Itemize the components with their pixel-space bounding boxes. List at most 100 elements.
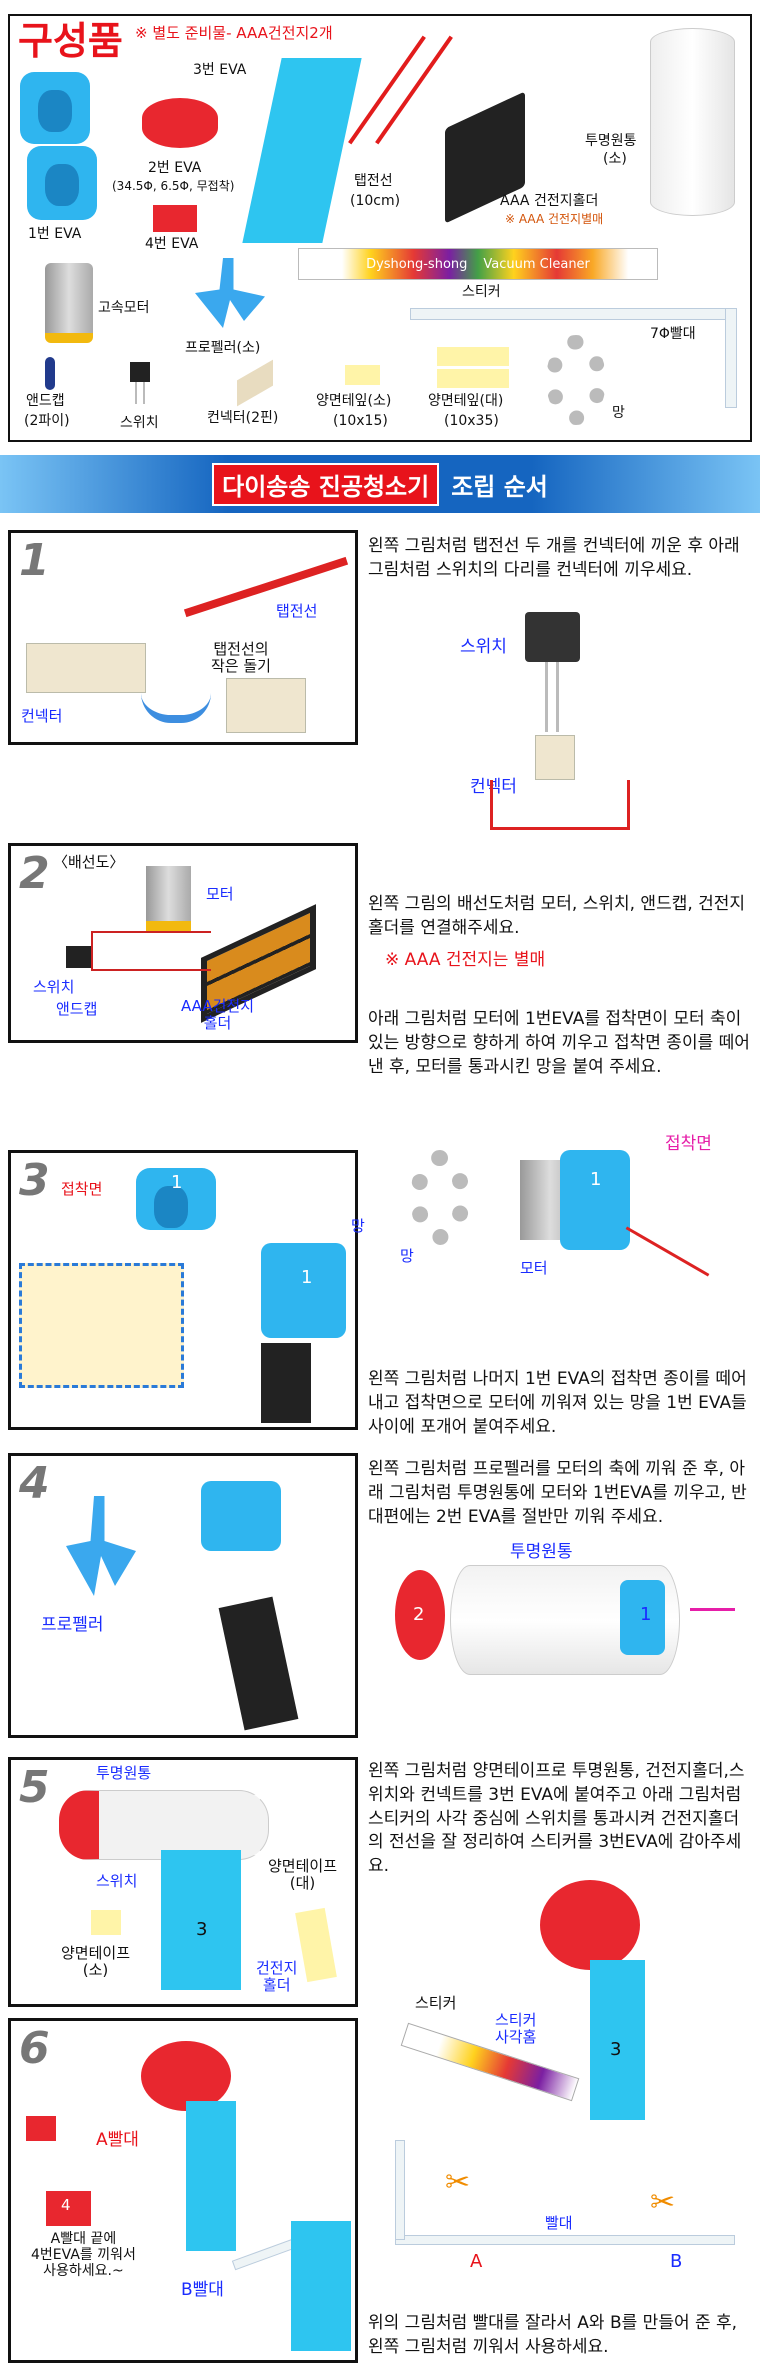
- step-number: 5: [19, 1762, 50, 1813]
- tube-assembly-image: [59, 1790, 269, 1860]
- scissors-icon: ✂: [650, 2185, 676, 2220]
- step-number: 2: [19, 848, 50, 899]
- propeller-label: 프로펠러: [41, 1615, 104, 1635]
- eva4-part-image: [153, 205, 197, 232]
- eva2-number: 2: [413, 1604, 425, 1625]
- tape-large-image: [437, 369, 509, 388]
- eva-number: 1: [301, 1267, 313, 1288]
- step-1-text: 왼쪽 그림처럼 탭전선 두 개를 컨넥터에 끼운 후 아래 그림처럼 스위치의 …: [368, 536, 740, 580]
- mesh-part-image: [546, 335, 606, 425]
- usage-note: A빨대 끝에 4번EVA를 끼워서 사용하세요.~: [31, 2231, 136, 2280]
- eva1-image: [620, 1580, 665, 1655]
- motor-label: 모터: [206, 885, 234, 903]
- scissors-icon: ✂: [445, 2165, 471, 2200]
- holder-label: AAA건전지 홀더: [181, 997, 255, 1033]
- step-6-text: 위의 그림처럼 빨대를 잘라서 A와 B를 만들어 준 후, 왼쪽 그림처럼 끼…: [368, 2313, 738, 2357]
- switch-legs: [545, 662, 559, 732]
- tape-large-image: [437, 347, 509, 366]
- step-2-note: ※ AAA 건전지는 별매: [385, 950, 546, 970]
- sticker-part-image: Dyshong-shong Vacuum Cleaner: [298, 248, 658, 280]
- adhesive-label: 접착면: [665, 1134, 712, 1154]
- straw-label: 빨대: [545, 2214, 573, 2232]
- motor-label: 모터: [520, 1259, 548, 1277]
- piece-b-label: B: [670, 2251, 683, 2272]
- switch-legs: [135, 382, 145, 404]
- sticker-image: [400, 2022, 580, 2102]
- eva2-image: [395, 1570, 445, 1660]
- connector-image: [26, 643, 146, 693]
- endcap-label: 앤드캡: [26, 393, 65, 409]
- mesh-label: 망: [351, 1217, 365, 1235]
- wire-spec: (10cm): [350, 193, 401, 209]
- eva1-image: [136, 1168, 216, 1230]
- step-1-panel: 1 탭전선 탭전선의 작은 돌기 컨넥터: [8, 530, 358, 745]
- tube-image: [540, 1880, 640, 1970]
- eva-number: 1: [171, 1172, 183, 1193]
- tape-small-label: 양면테이프 (소): [61, 1944, 131, 1980]
- vacuum-assembly-image: [141, 2041, 231, 2111]
- wire-label: 탭전선: [354, 173, 393, 189]
- step-number: 1: [19, 535, 50, 586]
- step-5-text: 왼쪽 그림처럼 양면테이프로 투명원통, 건전지홀더,스위치와 컨넥트를 3번 …: [368, 1761, 745, 1877]
- motor-assembly-image: [261, 1243, 346, 1338]
- step-3-text: 왼쪽 그림처럼 나머지 1번 EVA의 접착면 종이를 떼어 내고 접착면으로 …: [368, 1369, 747, 1437]
- switch-image: [525, 612, 580, 662]
- step-3-panel: 3 접착면 1 망 1: [8, 1150, 365, 1430]
- mesh-label: 망: [612, 405, 625, 421]
- eva3-image: [161, 1850, 241, 1990]
- tape-small-spec: (10x15): [333, 413, 388, 429]
- motor-part-image: [45, 263, 93, 343]
- eva1-image: [560, 1150, 630, 1250]
- parts-note: ※ 별도 준비물- AAA건전지2개: [135, 24, 333, 42]
- parts-title: 구성품: [18, 19, 123, 63]
- connector-label: 컨넥터: [470, 777, 517, 797]
- wire-image: [91, 931, 211, 971]
- section-banner: 다이송송 진공청소기 조립 순서: [0, 455, 760, 513]
- endcap-spec: (2파이): [24, 413, 70, 429]
- eva3-assembly-image: [186, 2101, 236, 2251]
- inset-panel: [19, 1263, 184, 1388]
- motor-assembly-image: [201, 1481, 281, 1551]
- sticker-label: 스티커: [462, 284, 501, 300]
- step-4-panel: 4 프로펠러: [8, 1453, 358, 1738]
- step-6-panel: 6 A빨대 4 A빨대 끝에 4번EVA를 끼워서 사용하세요.~ B빨대: [8, 2018, 358, 2363]
- curved-arrow-icon: [141, 693, 211, 723]
- eva1-part-image: [27, 146, 97, 220]
- wire-image: [625, 1226, 710, 1277]
- eva3-label: 3번 EVA: [193, 62, 247, 78]
- tube-label: 투명원통: [96, 1764, 152, 1782]
- tape-small-label: 양면테잎(소): [316, 393, 392, 409]
- battery-holder-image: [218, 1596, 299, 1731]
- tape-small-image: [91, 1910, 121, 1935]
- propeller-image: [66, 1496, 136, 1596]
- eva4-image: [26, 2116, 56, 2141]
- straw-image: [395, 2235, 735, 2245]
- step-2-text-2: 아래 그림처럼 모터에 1번EVA를 접착면이 모터 축이 있는 방향으로 향하…: [368, 1009, 750, 1077]
- sticker-hole-label: 스티커 사각홈: [495, 2011, 537, 2047]
- eva2-part-image: [142, 98, 218, 148]
- eva3-number: 3: [610, 2039, 622, 2060]
- switch-part-image: [130, 362, 150, 382]
- step-5-panel: 5 투명원통 3 스위치 양면테이프 (대) 양면테이프 (소) 건전지 홀더: [8, 1757, 358, 2007]
- eva-number: 1: [590, 1169, 602, 1190]
- eva4-label: 4번 EVA: [145, 236, 199, 252]
- switch-label: 스위치: [33, 978, 75, 996]
- endcap-label: 앤드캡: [56, 1000, 98, 1018]
- eva2-spec: (34.5Φ, 6.5Φ, 무접착): [112, 179, 235, 193]
- holder-note: ※ AAA 건전지별매: [505, 212, 604, 226]
- banner-title-red: 다이송송 진공청소기: [212, 462, 440, 506]
- straw-label: 7Φ빨대: [650, 326, 696, 342]
- endcap-part-image: [45, 357, 55, 390]
- step-2-panel: 2 〈배선도〉 모터 스위치 앤드캡 AAA건전지 홀더: [8, 843, 358, 1043]
- sticker-text: Dyshong-shong: [366, 256, 468, 272]
- step-number: 6: [19, 2023, 50, 2074]
- eva4-image: [46, 2191, 91, 2226]
- eva3-assembly-image: [590, 1960, 645, 2120]
- tape-large-label: 양면테이프 (대): [268, 1857, 338, 1893]
- step-number: 4: [19, 1458, 50, 1509]
- switch-label: 스위치: [460, 637, 507, 657]
- wire-image: [183, 556, 349, 618]
- banner-title: 조립 순서: [451, 472, 548, 501]
- sticker-label: 스티커: [415, 1994, 457, 2012]
- eva1-label: 1번 EVA: [28, 226, 82, 242]
